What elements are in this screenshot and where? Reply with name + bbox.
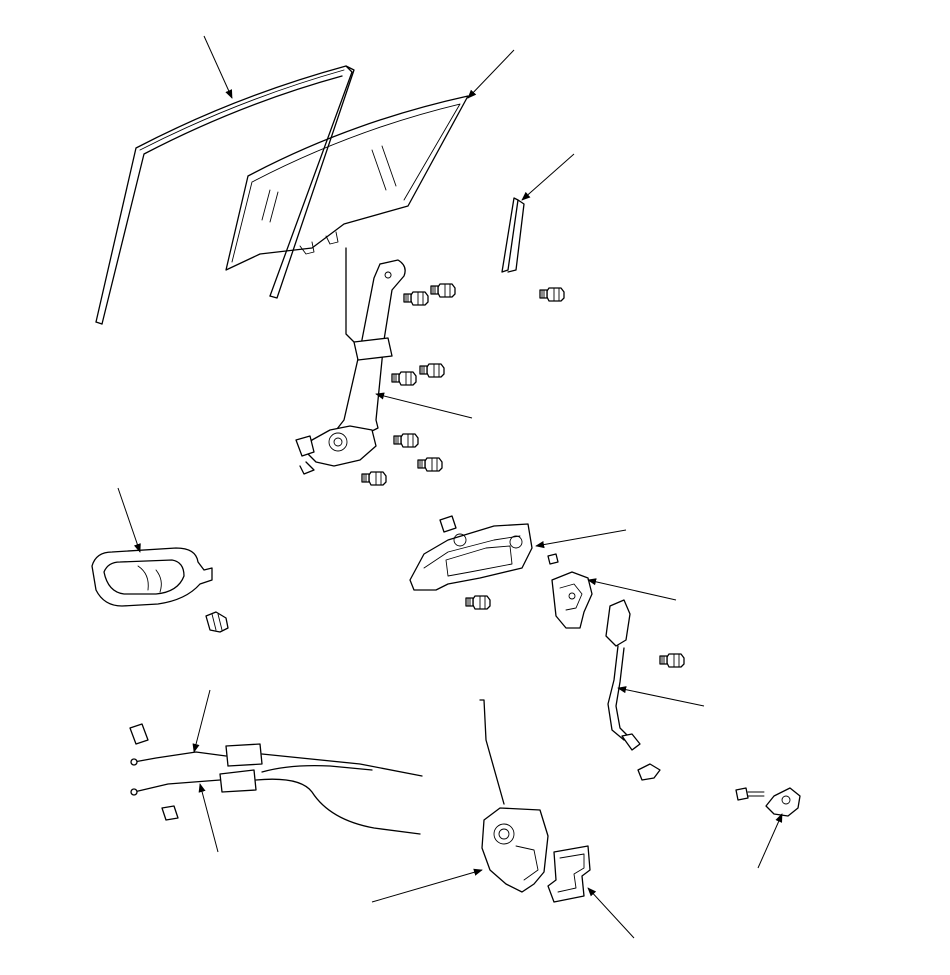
inner-handle (91, 547, 229, 633)
leader-run-channel (203, 35, 233, 99)
leader-regulator (375, 392, 473, 419)
leader-rod (617, 686, 705, 707)
leader-lines (117, 35, 783, 939)
outer-handle-bolt (465, 595, 491, 610)
rod-bolt (659, 653, 685, 668)
outer-handle (409, 515, 559, 591)
regulator-bolts (361, 283, 565, 486)
rod-clip (637, 763, 661, 781)
leader-cable-upper (192, 689, 211, 753)
leader-rear-channel (521, 153, 575, 201)
leader-latch (371, 868, 483, 903)
leader-retainer (757, 813, 783, 869)
leader-cable-lower (198, 783, 219, 853)
inner-handle-cables (129, 723, 423, 835)
rear-lower-channel (501, 197, 525, 273)
door-glass (225, 95, 469, 271)
leader-latch-cover (587, 887, 635, 939)
leader-glass (467, 49, 515, 99)
leader-outer-handle (535, 529, 627, 549)
leader-inner-handle (117, 487, 141, 553)
latch-cover (547, 845, 591, 903)
leader-protector (587, 578, 677, 601)
door-latch (479, 699, 549, 893)
lock-knob-retainer (735, 787, 801, 817)
lock-cylinder-rod (605, 599, 641, 751)
window-regulator (295, 247, 406, 475)
door-run-channel (95, 65, 355, 325)
outer-handle-protector (551, 571, 593, 629)
